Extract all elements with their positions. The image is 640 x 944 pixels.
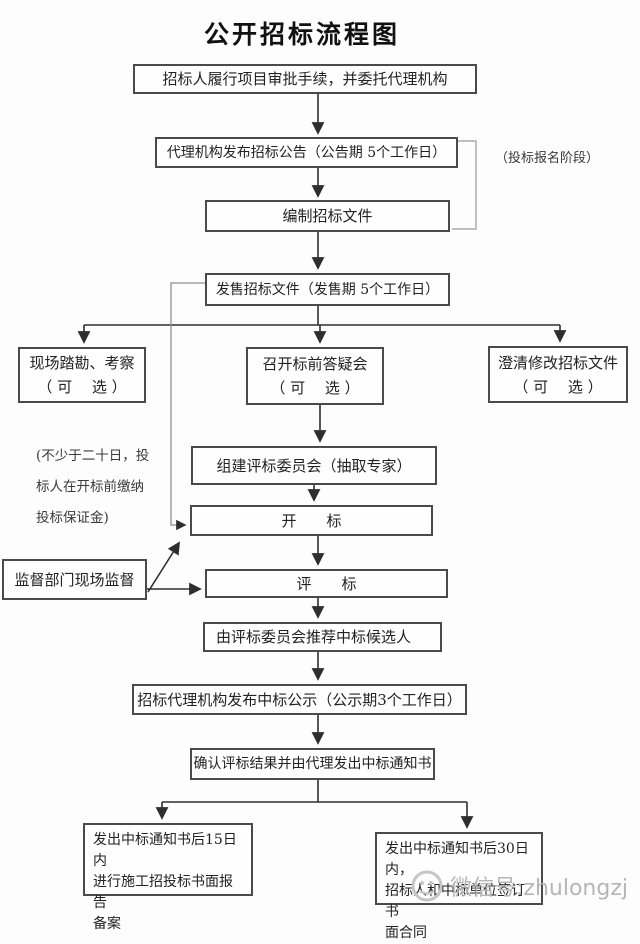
node-prepare-docs: 编制招标文件 (205, 200, 450, 232)
node-bid-evaluation: 评 标 (205, 569, 448, 598)
watermark: 微信号:zhulongzj (408, 867, 628, 905)
node-sign-contract: 发出中标通知书后30日内， 招标人和中标单位签订书 面合同 (375, 832, 543, 941)
flowchart-canvas: 公开招标流程图 招标人履行项目审批手续，并委托代理机构 代理机构发布招标公告（公… (2, 20, 628, 941)
node-filing: 发出中标通知书后15日内 进行施工招投标书面报告 备案 (83, 823, 253, 932)
note-registration-stage: （投标报名阶段） (495, 151, 600, 166)
node-supervision: 监督部门现场监督 (2, 559, 147, 600)
node-clarify-docs: 澄清修改招标文件 （ 可 选 ） (488, 346, 628, 403)
node-announcement: 代理机构发布招标公告（公告期 5个工作日） (155, 137, 458, 168)
node-committee: 组建评标委员会（抽取专家） (191, 446, 437, 485)
node-approval: 招标人履行项目审批手续，并委托代理机构 (133, 64, 477, 94)
note-deposit: (不少于二十日，投 标人在开标前缴纳 投标保证金) (36, 448, 150, 526)
page-title: 公开招标流程图 (203, 20, 400, 49)
node-bid-opening: 开 标 (190, 505, 433, 536)
arrow-supervision-to-opening (147, 541, 181, 593)
node-confirm-result: 确认评标结果并由代理发出中标通知书 (190, 748, 435, 780)
watermark-label: 微信号:zhulongzj (450, 876, 628, 901)
node-recommend: 由评标委员会推荐中标候选人 (203, 622, 442, 652)
node-pre-bid-meeting: 召开标前答疑会 （ 可 选 ） (246, 347, 384, 405)
wechat-logo-icon (408, 867, 446, 905)
node-site-visit: 现场踏勘、考察 （ 可 选 ） (18, 347, 146, 403)
node-publicity: 招标代理机构发布中标公示（公示期3个工作日） (132, 684, 467, 715)
connector-sell-to-opening (170, 282, 206, 531)
node-sell-docs: 发售招标文件（发售期 5个工作日） (205, 273, 450, 306)
